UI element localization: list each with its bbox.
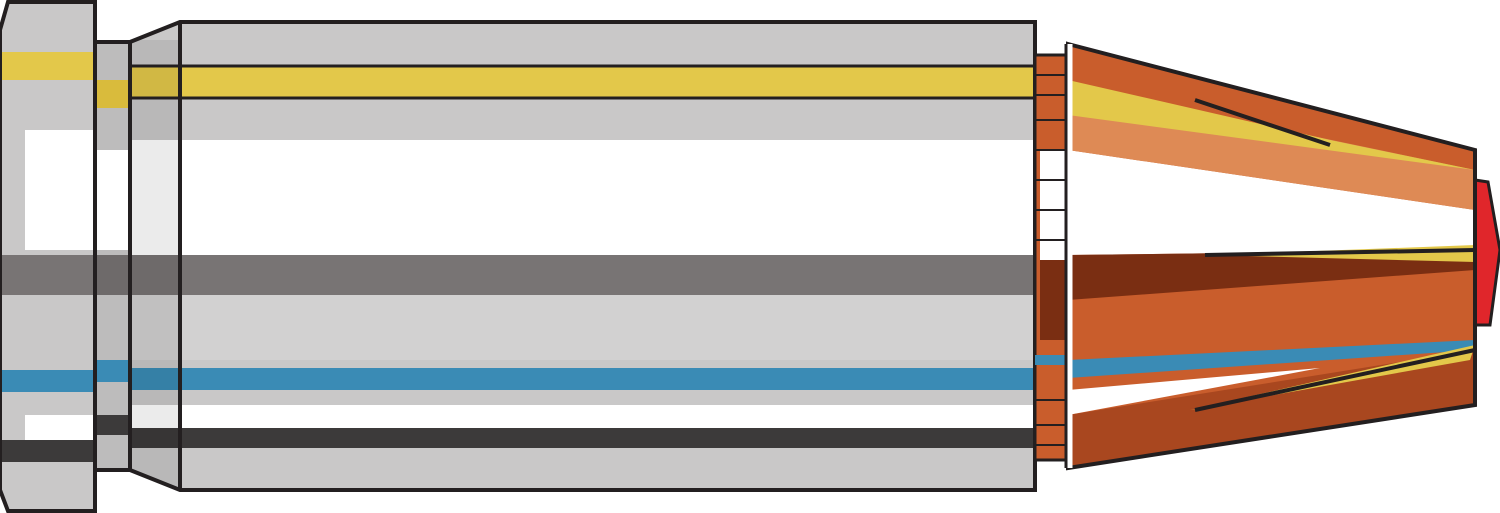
case-body xyxy=(130,22,1035,490)
bullet-tip xyxy=(1473,178,1500,327)
bullet-neck xyxy=(1033,53,1070,462)
case-groove xyxy=(95,42,132,470)
case-outline xyxy=(0,0,1037,513)
bullet xyxy=(1064,41,1500,471)
case-rim xyxy=(0,2,95,511)
